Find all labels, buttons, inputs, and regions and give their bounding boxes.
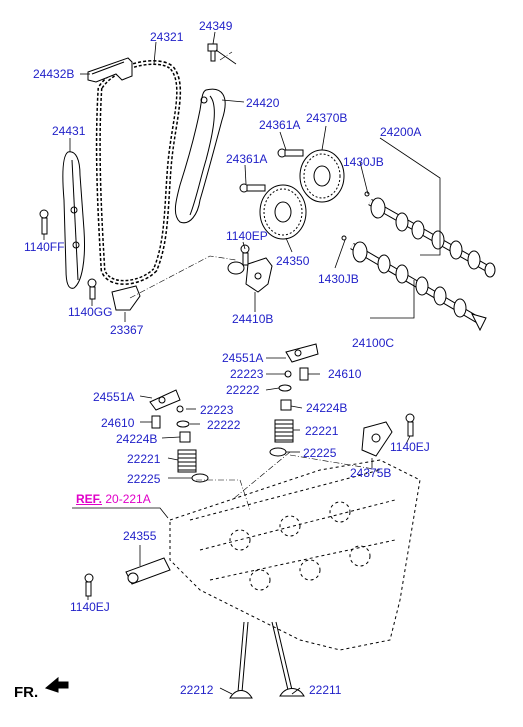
- camshaft-24100c: [350, 241, 487, 332]
- reference-prefix: REF.: [76, 492, 103, 506]
- part-label-22223-left[interactable]: 22223: [200, 403, 234, 417]
- valve-spring-22221-right: [274, 419, 294, 443]
- part-label-22221-right[interactable]: 22221: [305, 424, 339, 438]
- oil-control-valve-24375b: [361, 421, 393, 457]
- timing-chain-24321: [95, 59, 181, 285]
- part-label-24355[interactable]: 24355: [123, 529, 157, 543]
- sprocket-24370b: [299, 149, 345, 203]
- part-label-1430jb-upper[interactable]: 1430JB: [343, 155, 384, 169]
- reference-link[interactable]: REF. 20-221A: [76, 492, 151, 506]
- front-direction-label: FR.: [14, 684, 39, 701]
- part-label-1140ej-right[interactable]: 1140EJ: [390, 440, 430, 454]
- part-label-22212[interactable]: 22212: [180, 683, 214, 697]
- chain-guide-24431: [62, 151, 85, 289]
- valve-22212: [229, 621, 253, 699]
- part-label-22225-right[interactable]: 22225: [303, 446, 337, 460]
- part-label-1140gg[interactable]: 1140GG: [68, 305, 113, 319]
- part-label-24200a[interactable]: 24200A: [380, 125, 422, 139]
- bracket-23367: [111, 285, 141, 311]
- valve-22211: [271, 621, 305, 697]
- pin-1430jb-lower: [341, 235, 347, 241]
- bolt-1140ff: [39, 209, 49, 235]
- part-label-22222-left[interactable]: 22222: [207, 418, 241, 432]
- bolt-1140gg: [87, 278, 97, 300]
- leader-lines: [43, 31, 441, 695]
- part-label-24420[interactable]: 24420: [246, 96, 280, 110]
- front-arrow-icon: [44, 676, 69, 693]
- pin-1430jb-upper: [364, 191, 370, 197]
- part-label-24361a-lower[interactable]: 24361A: [226, 152, 268, 166]
- bolt-24349: [207, 43, 218, 62]
- part-label-1430jb-lower[interactable]: 1430JB: [318, 272, 359, 286]
- tensioner-arm-24420: [174, 88, 226, 224]
- cotter-22223-left: [176, 405, 184, 413]
- retainer-22222-right: [278, 384, 292, 392]
- seal-22225-right: [269, 447, 287, 457]
- camshaft-24200a: [368, 197, 496, 278]
- bolt-24361a-upper: [277, 148, 304, 158]
- part-label-24551a-right[interactable]: 24551A: [222, 351, 264, 365]
- tensioner-24410b: [227, 257, 273, 293]
- part-label-22223-right[interactable]: 22223: [230, 367, 264, 381]
- chain-guide-24432b: [87, 57, 133, 83]
- part-label-24551a-left[interactable]: 24551A: [93, 390, 135, 404]
- part-label-24610-right[interactable]: 24610: [328, 367, 362, 381]
- part-label-24610-left[interactable]: 24610: [101, 416, 135, 430]
- part-label-24100c[interactable]: 24100C: [352, 336, 395, 350]
- part-label-24350[interactable]: 24350: [276, 254, 310, 268]
- part-label-1140ep[interactable]: 1140EP: [226, 229, 268, 243]
- part-label-22211[interactable]: 22211: [309, 683, 342, 697]
- part-label-1140ej-left[interactable]: 1140EJ: [70, 600, 110, 614]
- valve-spring-22221-left: [177, 449, 197, 473]
- bolt-24361a-lower: [239, 183, 266, 193]
- rocker-arm-24551a-left: [149, 389, 181, 411]
- adjuster-24610-left: [151, 415, 161, 429]
- part-label-24370b[interactable]: 24370B: [306, 111, 348, 125]
- seal-22225-left: [191, 473, 209, 483]
- bolt-1140ej-left: [84, 573, 94, 597]
- dash-dot-leaders: [129, 51, 381, 511]
- cylinder-head: [169, 459, 421, 651]
- part-label-24410b[interactable]: 24410B: [232, 312, 274, 326]
- part-label-24349[interactable]: 24349: [199, 19, 233, 33]
- lifter-24224b-right: [280, 399, 292, 411]
- part-label-24375b[interactable]: 24375B: [350, 466, 392, 480]
- retainer-22222-left: [176, 420, 190, 428]
- lifter-24224b-left: [179, 431, 191, 443]
- part-label-22221-left[interactable]: 22221: [127, 452, 161, 466]
- reference-code: 20-221A: [105, 492, 151, 506]
- oil-control-valve-24355: [125, 557, 171, 585]
- part-label-23367[interactable]: 23367: [110, 323, 144, 337]
- part-label-24432b[interactable]: 24432B: [33, 67, 75, 81]
- part-label-22225-left[interactable]: 22225: [127, 472, 161, 486]
- adjuster-24610-right: [299, 367, 309, 381]
- sprocket-24350: [259, 184, 307, 240]
- part-label-1140ff[interactable]: 1140FF: [24, 240, 65, 254]
- rocker-arm-24551a-right: [285, 343, 319, 363]
- part-label-24321[interactable]: 24321: [150, 30, 184, 44]
- part-label-24224b-left[interactable]: 24224B: [116, 432, 158, 446]
- part-label-22222-right[interactable]: 22222: [226, 383, 260, 397]
- part-label-24224b-right[interactable]: 24224B: [306, 401, 348, 415]
- part-label-24361a-upper[interactable]: 24361A: [259, 118, 301, 132]
- bolt-1140ej-right: [405, 413, 415, 437]
- part-label-24431[interactable]: 24431: [52, 124, 86, 138]
